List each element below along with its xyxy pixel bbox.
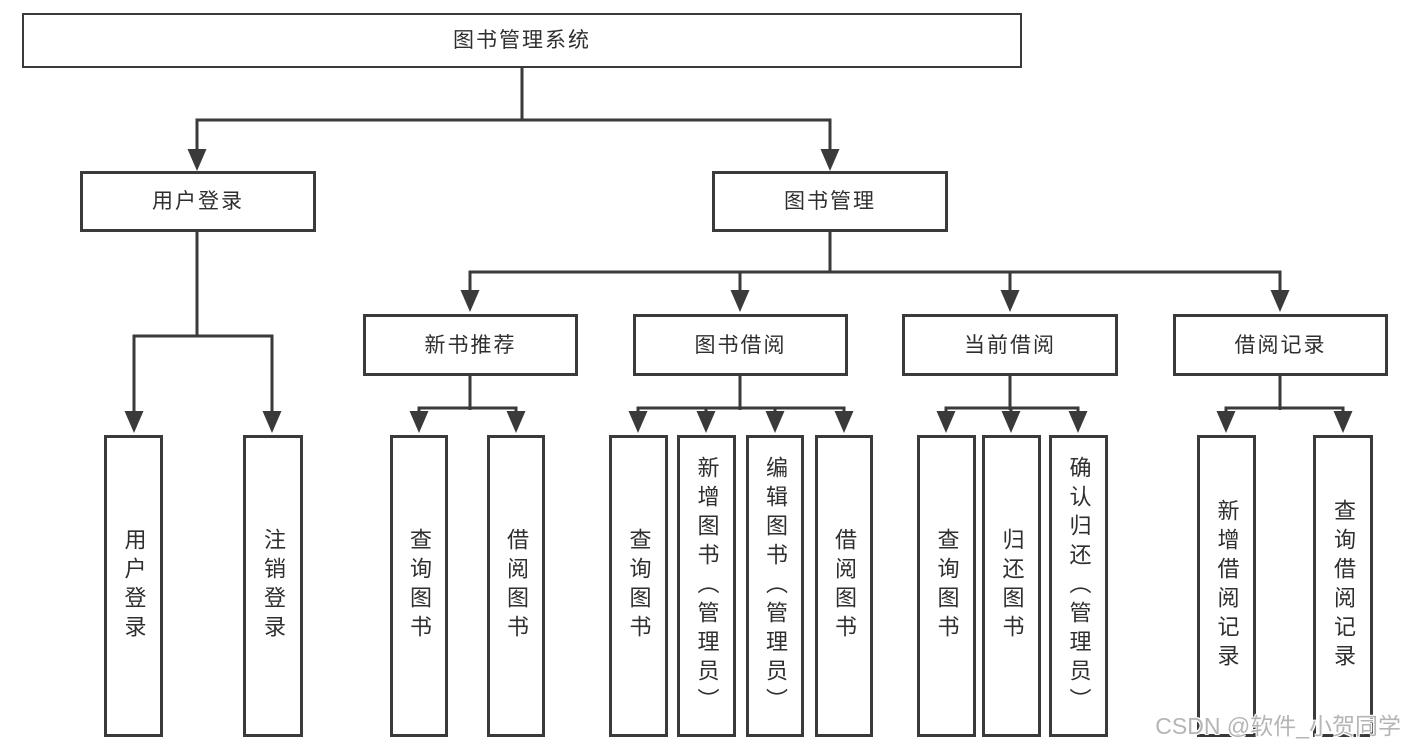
leaf-label: 注销登录 [261,528,286,644]
node-root-label: 图书管理系统 [453,29,591,52]
leaf-query-borrow-record: 查询借阅记录 [1313,435,1373,737]
leaf-query-books-borrowing: 查询图书 [609,435,668,737]
node-user-login-branch: 用户登录 [80,171,316,232]
leaf-logout-login: 注销登录 [243,435,303,737]
leaf-query-books-recommend: 查询图书 [390,435,448,737]
csdn-watermark: CSDN @软件_小贺同学 [1155,713,1401,739]
leaf-label: 新增图书（管理员） [694,455,720,717]
leaf-query-books-current: 查询图书 [917,435,976,737]
node-current-borrowing: 当前借阅 [902,314,1118,376]
leaf-user-login: 用户登录 [104,435,163,737]
node-label: 借阅记录 [1234,333,1327,357]
leaf-label: 用户登录 [121,528,147,644]
leaf-label: 借阅图书 [832,528,857,644]
node-borrow-records: 借阅记录 [1173,314,1388,376]
leaf-label: 借阅图书 [504,528,529,644]
node-book-management-branch: 图书管理 [712,171,948,232]
leaf-add-borrow-record: 新增借阅记录 [1197,435,1256,737]
node-label: 图书管理 [784,190,876,213]
leaf-label: 确认归还（管理员） [1066,455,1092,717]
leaf-label: 查询借阅记录 [1331,499,1356,673]
leaf-label: 编辑图书（管理员） [763,455,788,717]
leaf-label: 查询图书 [934,528,960,644]
node-label: 当前借阅 [964,333,1056,357]
leaf-borrow-books: 借阅图书 [815,435,873,737]
leaf-label: 归还图书 [999,528,1025,644]
node-label: 新书推荐 [424,333,517,357]
node-new-book-recommend: 新书推荐 [363,314,578,376]
node-label: 图书借阅 [694,333,787,357]
leaf-add-books-admin: 新增图书（管理员） [677,435,736,737]
leaf-return-books: 归还图书 [982,435,1041,737]
leaf-label: 查询图书 [626,528,652,644]
arrowheads [124,149,1353,433]
leaf-confirm-return-admin: 确认归还（管理员） [1049,435,1108,737]
leaf-edit-books-admin: 编辑图书（管理员） [746,435,804,737]
leaf-label: 新增借阅记录 [1214,499,1240,673]
node-label: 用户登录 [152,190,244,213]
leaf-label: 查询图书 [407,528,432,644]
node-root-system: 图书管理系统 [22,13,1022,68]
leaf-borrow-books-recommend: 借阅图书 [487,435,545,737]
node-book-borrowing: 图书借阅 [633,314,848,376]
